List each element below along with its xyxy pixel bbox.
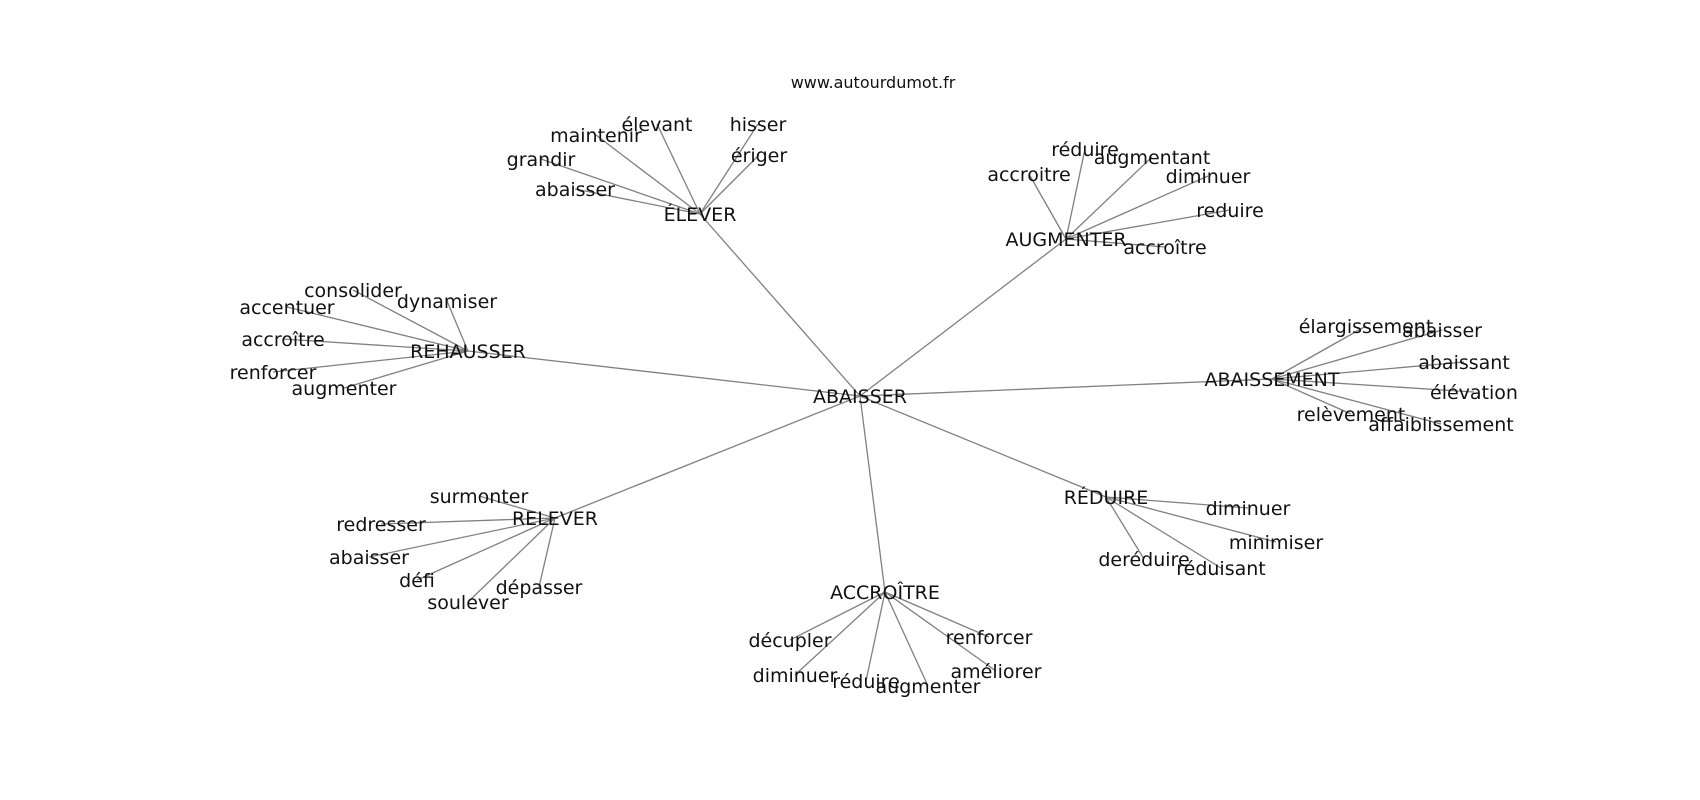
graph-labels: www.autourdumot.fr ABAISSER ÉLEVER abaisse… [230,73,1518,698]
word-node-label: dynamiser [397,291,497,313]
word-node-label: diminuer [1206,498,1291,520]
word-node-label: accroitre [987,164,1070,186]
site-url: www.autourdumot.fr [791,73,956,92]
word-node-label: diminuer [753,665,838,687]
edge-hub-to-word [1105,496,1222,569]
hub-node-label: RÉDUIRE [1064,486,1149,509]
edge-hub-to-word [1065,238,1166,248]
word-node-label: accroître [241,329,324,351]
word-node-label: abaisser [1402,320,1482,342]
hub-node-label: ABAISSEMENT [1205,369,1340,391]
edge-hub-to-word [1065,156,1153,240]
word-node-label: abaisser [329,547,409,569]
word-node-label: décupler [748,630,831,652]
edge-hub-to-word [1105,496,1249,509]
word-node-label: relèvement [1297,404,1406,426]
word-node-label: deréduire [1098,549,1189,571]
word-node-label: dépasser [496,577,583,599]
edge-hub-to-word [380,517,556,525]
word-node-label: réduisant [1176,558,1266,580]
word-node-label: augmenter [876,676,981,698]
graph-edges [272,123,1475,687]
edge-hub-to-word [368,517,556,558]
hub-node-label: RELEVER [512,508,598,530]
hub-node-label: REHAUSSER [410,341,526,363]
edge-hub-to-word [1065,175,1209,240]
word-node-label: soulever [427,592,508,614]
word-node-label: maintenir [550,125,642,147]
edge-hub-to-word [1105,496,1145,560]
word-node-label: reduire [1196,200,1264,222]
edge-hub-to-word [416,517,556,581]
word-node-label: élevant [621,114,692,136]
edge-center-to-hub [554,395,861,519]
word-node-label: élargissement [1299,316,1434,338]
word-node-label: surmonter [430,486,529,508]
word-node-label: redresser [336,514,426,536]
edge-hub-to-word [789,591,886,641]
edge-center-to-hub [859,238,1067,397]
edge-hub-to-word [286,306,469,352]
edge-hub-to-word [538,517,556,588]
edge-center-to-hub [859,395,886,593]
edge-hub-to-word [272,350,469,373]
edge-hub-to-word [1271,361,1465,380]
word-node-label: abaisser [535,179,615,201]
edge-hub-to-word [699,123,759,215]
word-node-label: minimiser [1229,532,1323,554]
word-node-label: affaiblissement [1368,414,1513,436]
word-node-label: renforcer [946,627,1033,649]
edge-hub-to-word [1271,378,1352,415]
word-node-label: accentuer [239,297,334,319]
edge-hub-to-word [884,591,990,638]
word-node-label: réduire [832,671,900,693]
edge-hub-to-word [1271,325,1367,380]
word-node-label: grandir [507,149,576,171]
edge-hub-to-word [1271,378,1475,393]
word-node-label: défi [399,570,435,592]
hub-node-label: AUGMENTER [1005,229,1126,251]
word-node-label: accroître [1123,237,1206,259]
edge-hub-to-word [352,289,469,352]
edge-center-to-hub [699,213,861,397]
edge-hub-to-word [656,123,701,215]
edge-hub-to-word [478,495,556,519]
edge-hub-to-word [1028,173,1067,240]
word-node-label: élévation [1430,382,1518,404]
word-node-label: diminuer [1166,166,1251,188]
edge-hub-to-word [595,134,701,215]
edge-hub-to-word [699,154,760,215]
edge-hub-to-word [574,188,701,215]
center-node-label: ABAISSER [813,386,907,408]
word-node-label: hisser [730,114,787,136]
edge-hub-to-word [1271,329,1443,380]
edge-hub-to-word [794,591,886,676]
edge-hub-to-word [343,350,469,389]
word-node-label: augmenter [292,378,397,400]
edge-hub-to-word [1065,209,1231,240]
edge-hub-to-word [1105,496,1277,543]
word-node-label: renforcer [230,362,317,384]
edge-center-to-hub [859,378,1273,397]
edge-hub-to-word [282,338,469,352]
word-node-label: abaissant [1418,352,1510,374]
edge-hub-to-word [865,591,886,682]
edge-hub-to-word [540,158,701,215]
edge-hub-to-word [446,300,469,352]
hub-node-label: ÉLEVER [664,203,737,226]
word-node-label: réduire [1051,139,1119,161]
edge-hub-to-word [1065,148,1086,240]
edge-hub-to-word [1271,378,1442,425]
edge-hub-to-word [884,591,929,687]
word-node-label: ériger [731,145,788,167]
edge-hub-to-word [884,591,997,672]
word-node-label: consolider [304,280,402,302]
word-node-label: augmentant [1094,147,1211,169]
hub-node-label: ACCROÎTRE [830,581,940,604]
edge-center-to-hub [467,350,861,397]
edge-hub-to-word [467,517,556,603]
edge-center-to-hub [859,395,1107,498]
word-node-label: améliorer [951,661,1042,683]
